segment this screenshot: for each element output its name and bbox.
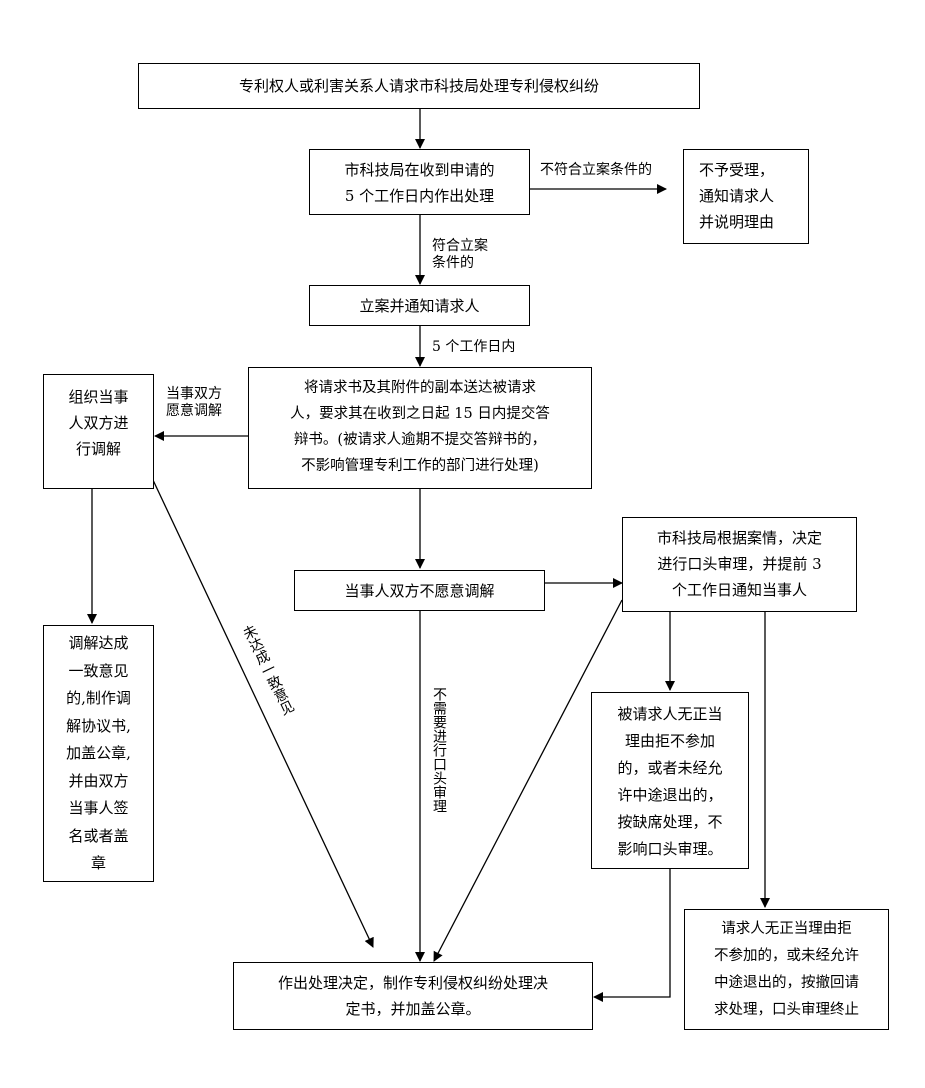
- node-mediate: 组织当事 人双方进 行调解: [43, 374, 154, 489]
- node-respondent-absent: 被请求人无正当 理由拒不参加 的，或者未经允 许中途退出的， 按缺席处理，不 影…: [591, 692, 749, 869]
- node-decision-text: 作出处理决定，制作专利侵权纠纷处理决 定书，并加盖公章。: [277, 974, 548, 1018]
- node-oral-hearing: 市科技局根据案情，决定 进行口头审理，并提前 3 个工作日通知当事人: [622, 517, 857, 612]
- arrow-respondent-to-decision: [593, 869, 671, 1002]
- node-requester-absent: 请求人无正当理由拒 不参加的，或未经允许 中途退出的，按撤回请 求处理，口头审理…: [684, 909, 889, 1030]
- edge-label-no-oral-hearing: 不需要进行口头审理: [431, 687, 447, 813]
- node-register: 立案并通知请求人: [309, 285, 530, 326]
- node-mediate-text: 组织当事 人双方进 行调解: [68, 388, 129, 458]
- node-process-5-days: 市科技局在收到申请的 5 个工作日内作出处理: [309, 149, 530, 215]
- node-process-5-days-text: 市科技局在收到申请的 5 个工作日内作出处理: [344, 161, 495, 205]
- node-no-mediation-text: 当事人双方不愿意调解: [344, 582, 495, 600]
- node-requester-absent-text: 请求人无正当理由拒 不参加的，或未经允许 中途退出的，按撤回请 求处理，口头审理…: [714, 921, 859, 1018]
- node-deliver: 将请求书及其附件的副本送达被请求 人，要求其在收到之日起 15 日内提交答 辩书…: [248, 367, 592, 489]
- node-reject: 不予受理， 通知请求人 并说明理由: [683, 149, 809, 244]
- arrow-mediate-to-decision: [152, 479, 374, 948]
- node-oral-hearing-text: 市科技局根据案情，决定 进行口头审理，并提前 3 个工作日通知当事人: [656, 529, 822, 599]
- edge-label-willing-mediate: 当事双方 愿意调解: [166, 386, 222, 419]
- node-request-text: 专利权人或利害关系人请求市科技局处理专利侵权纠纷: [238, 77, 599, 95]
- node-register-text: 立案并通知请求人: [359, 297, 480, 315]
- node-reject-text: 不予受理， 通知请求人 并说明理由: [699, 161, 775, 231]
- node-no-mediation: 当事人双方不愿意调解: [294, 570, 545, 611]
- node-deliver-text: 将请求书及其附件的副本送达被请求 人，要求其在收到之日起 15 日内提交答 辩书…: [290, 380, 550, 474]
- node-agreement: 调解达成 一致意见 的,制作调 解协议书, 加盖公章, 并由双方 当事人签 名或…: [43, 625, 154, 882]
- node-decision: 作出处理决定，制作专利侵权纠纷处理决 定书，并加盖公章。: [233, 962, 593, 1030]
- edge-label-qualified: 符合立案 条件的: [432, 238, 488, 271]
- edge-label-not-qualified: 不符合立案条件的: [540, 162, 652, 178]
- node-respondent-absent-text: 被请求人无正当 理由拒不参加 的，或者未经允 许中途退出的， 按缺席处理，不 影…: [617, 705, 723, 858]
- node-request: 专利权人或利害关系人请求市科技局处理专利侵权纠纷: [138, 63, 700, 109]
- edge-label-five-days: 5 个工作日内: [432, 339, 516, 355]
- node-agreement-text: 调解达成 一致意见 的,制作调 解协议书, 加盖公章, 并由双方 当事人签 名或…: [66, 634, 131, 872]
- arrow-oral-to-decision: [433, 599, 623, 962]
